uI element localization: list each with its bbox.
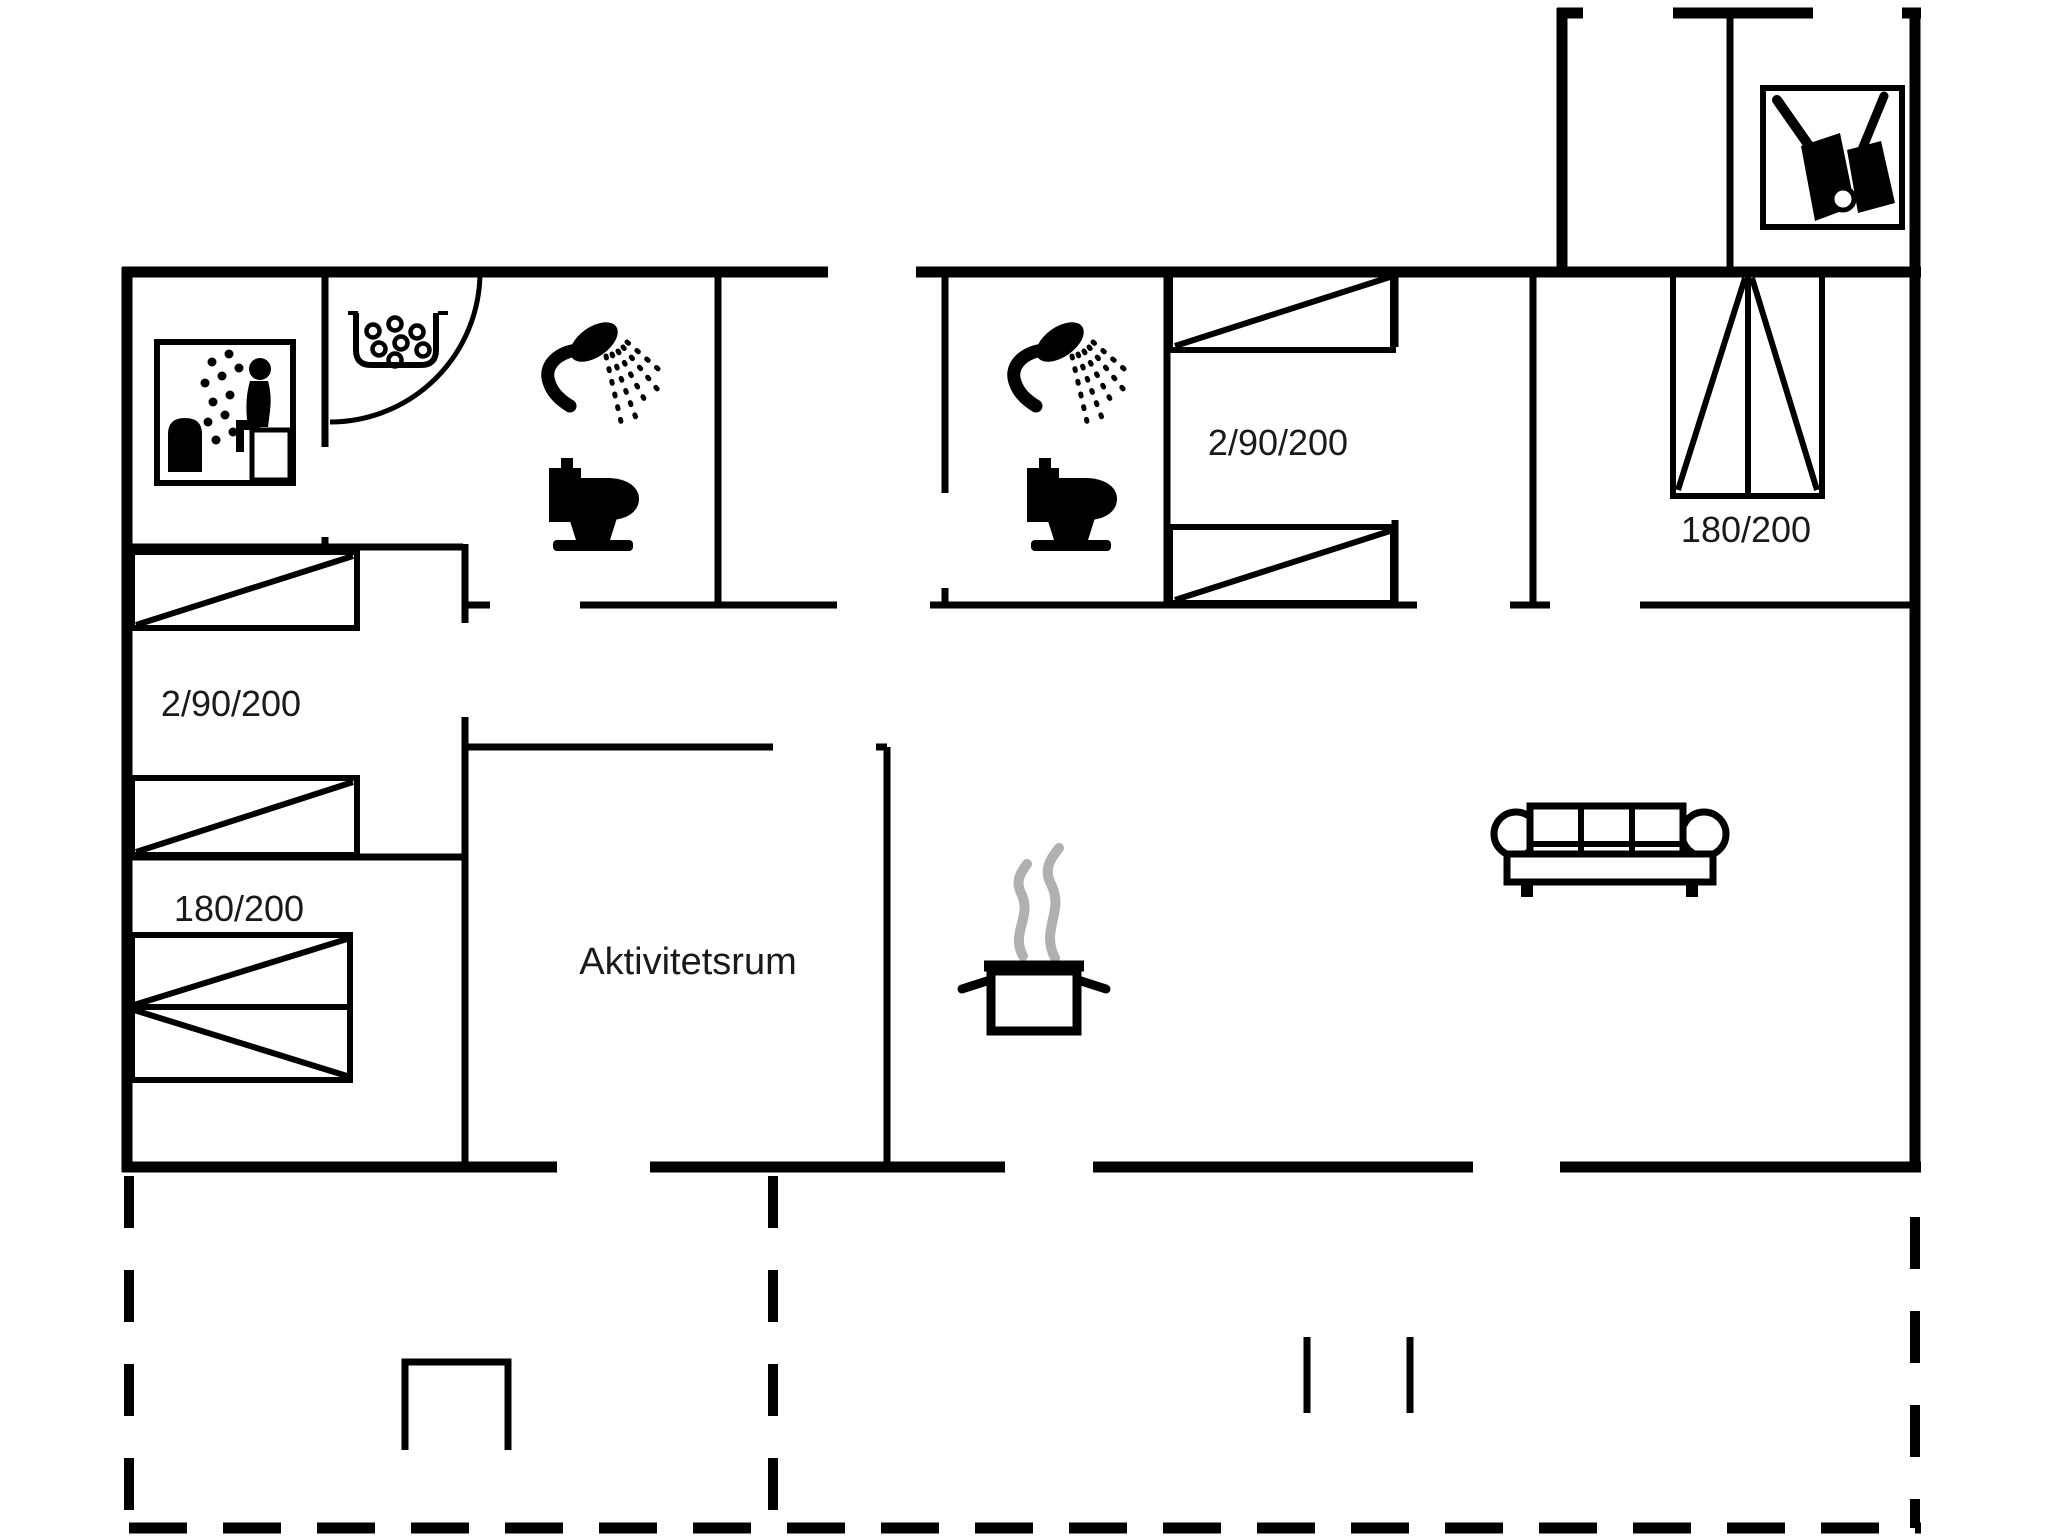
sauna-icon bbox=[154, 339, 296, 486]
left-bunk-bed-size-label: 2/90/200 bbox=[161, 683, 301, 724]
middle-bunk-bed bbox=[1167, 270, 1396, 606]
activity-room-label: Aktivitetsrum bbox=[579, 941, 796, 983]
sofa-icon bbox=[1490, 802, 1730, 897]
right-double-bed-size-label: 180/200 bbox=[1681, 509, 1811, 550]
right-double-bed bbox=[1670, 270, 1825, 499]
steam bbox=[1013, 843, 1064, 963]
middle-bunk-bed-size-label: 2/90/200 bbox=[1208, 422, 1348, 463]
terrace-step bbox=[401, 1358, 512, 1450]
bathroom-door-arc bbox=[329, 271, 483, 425]
left-bunk-bed bbox=[129, 549, 360, 858]
left-double-bed-size-label: 180/200 bbox=[174, 888, 304, 929]
utility-annex-walls bbox=[1556, 7, 1921, 272]
outer-walls bbox=[121, 8, 1921, 1173]
cooking-pot-icon bbox=[957, 843, 1111, 1036]
left-double-bed bbox=[129, 932, 353, 1083]
cleaning-equipment-icon bbox=[1760, 85, 1905, 230]
washbasin-icon bbox=[348, 311, 448, 369]
terrace-opening-marks bbox=[1303, 1337, 1414, 1413]
terrace-boundary bbox=[124, 1176, 1921, 1534]
